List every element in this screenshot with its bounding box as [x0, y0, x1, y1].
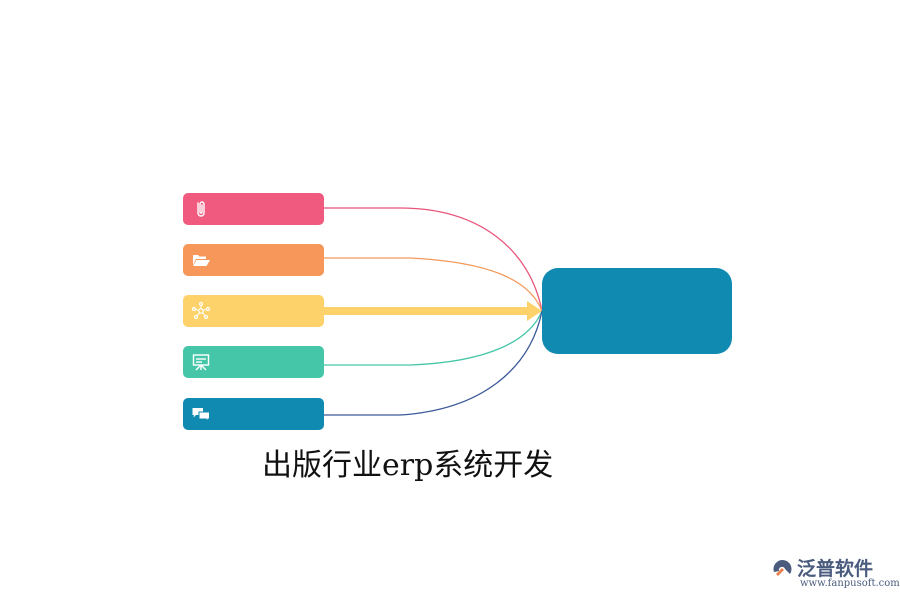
connector-arrow-main	[324, 301, 542, 321]
chat-bubbles-icon	[190, 403, 212, 425]
logo-domain-text: www.fanpusoft.com	[800, 578, 900, 589]
branch-bar-1	[183, 193, 324, 225]
branch-bar-3	[183, 295, 324, 327]
logo-brand-text: 泛普软件	[797, 558, 874, 580]
fanpusoft-logo: 泛普软件 www.fanpusoft.com	[770, 552, 900, 592]
connector-line-4	[324, 310, 543, 366]
fanpu-logo-mark-icon	[770, 554, 796, 580]
branch-bar-2	[183, 244, 324, 276]
connector-line-2	[324, 257, 543, 312]
folder-open-icon	[190, 249, 212, 271]
connector-line-1	[324, 207, 543, 312]
paperclip-icon	[190, 198, 212, 220]
diagram-title: 出版行业erp系统开发	[262, 448, 554, 483]
network-icon	[190, 300, 212, 322]
branch-bar-5	[183, 398, 324, 430]
central-hub-box	[542, 268, 732, 354]
presentation-icon	[190, 351, 212, 373]
branch-bar-4	[183, 346, 324, 378]
connector-line-5	[324, 310, 543, 416]
